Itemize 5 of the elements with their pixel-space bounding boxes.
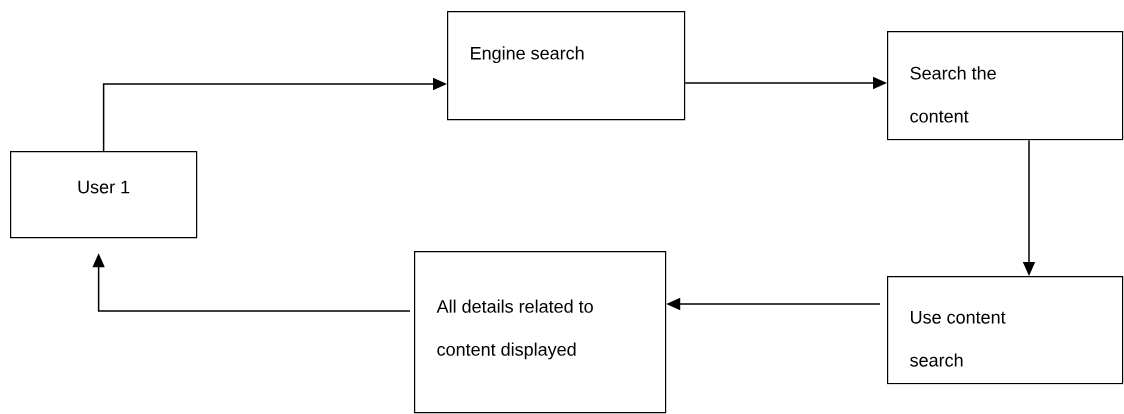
process-box: Search the content	[887, 31, 1124, 141]
process-box: All details related to content displayed	[414, 251, 667, 414]
process-box: Use content search	[887, 276, 1124, 385]
process-box: User 1	[10, 151, 198, 239]
process-box: Engine search	[447, 11, 686, 121]
